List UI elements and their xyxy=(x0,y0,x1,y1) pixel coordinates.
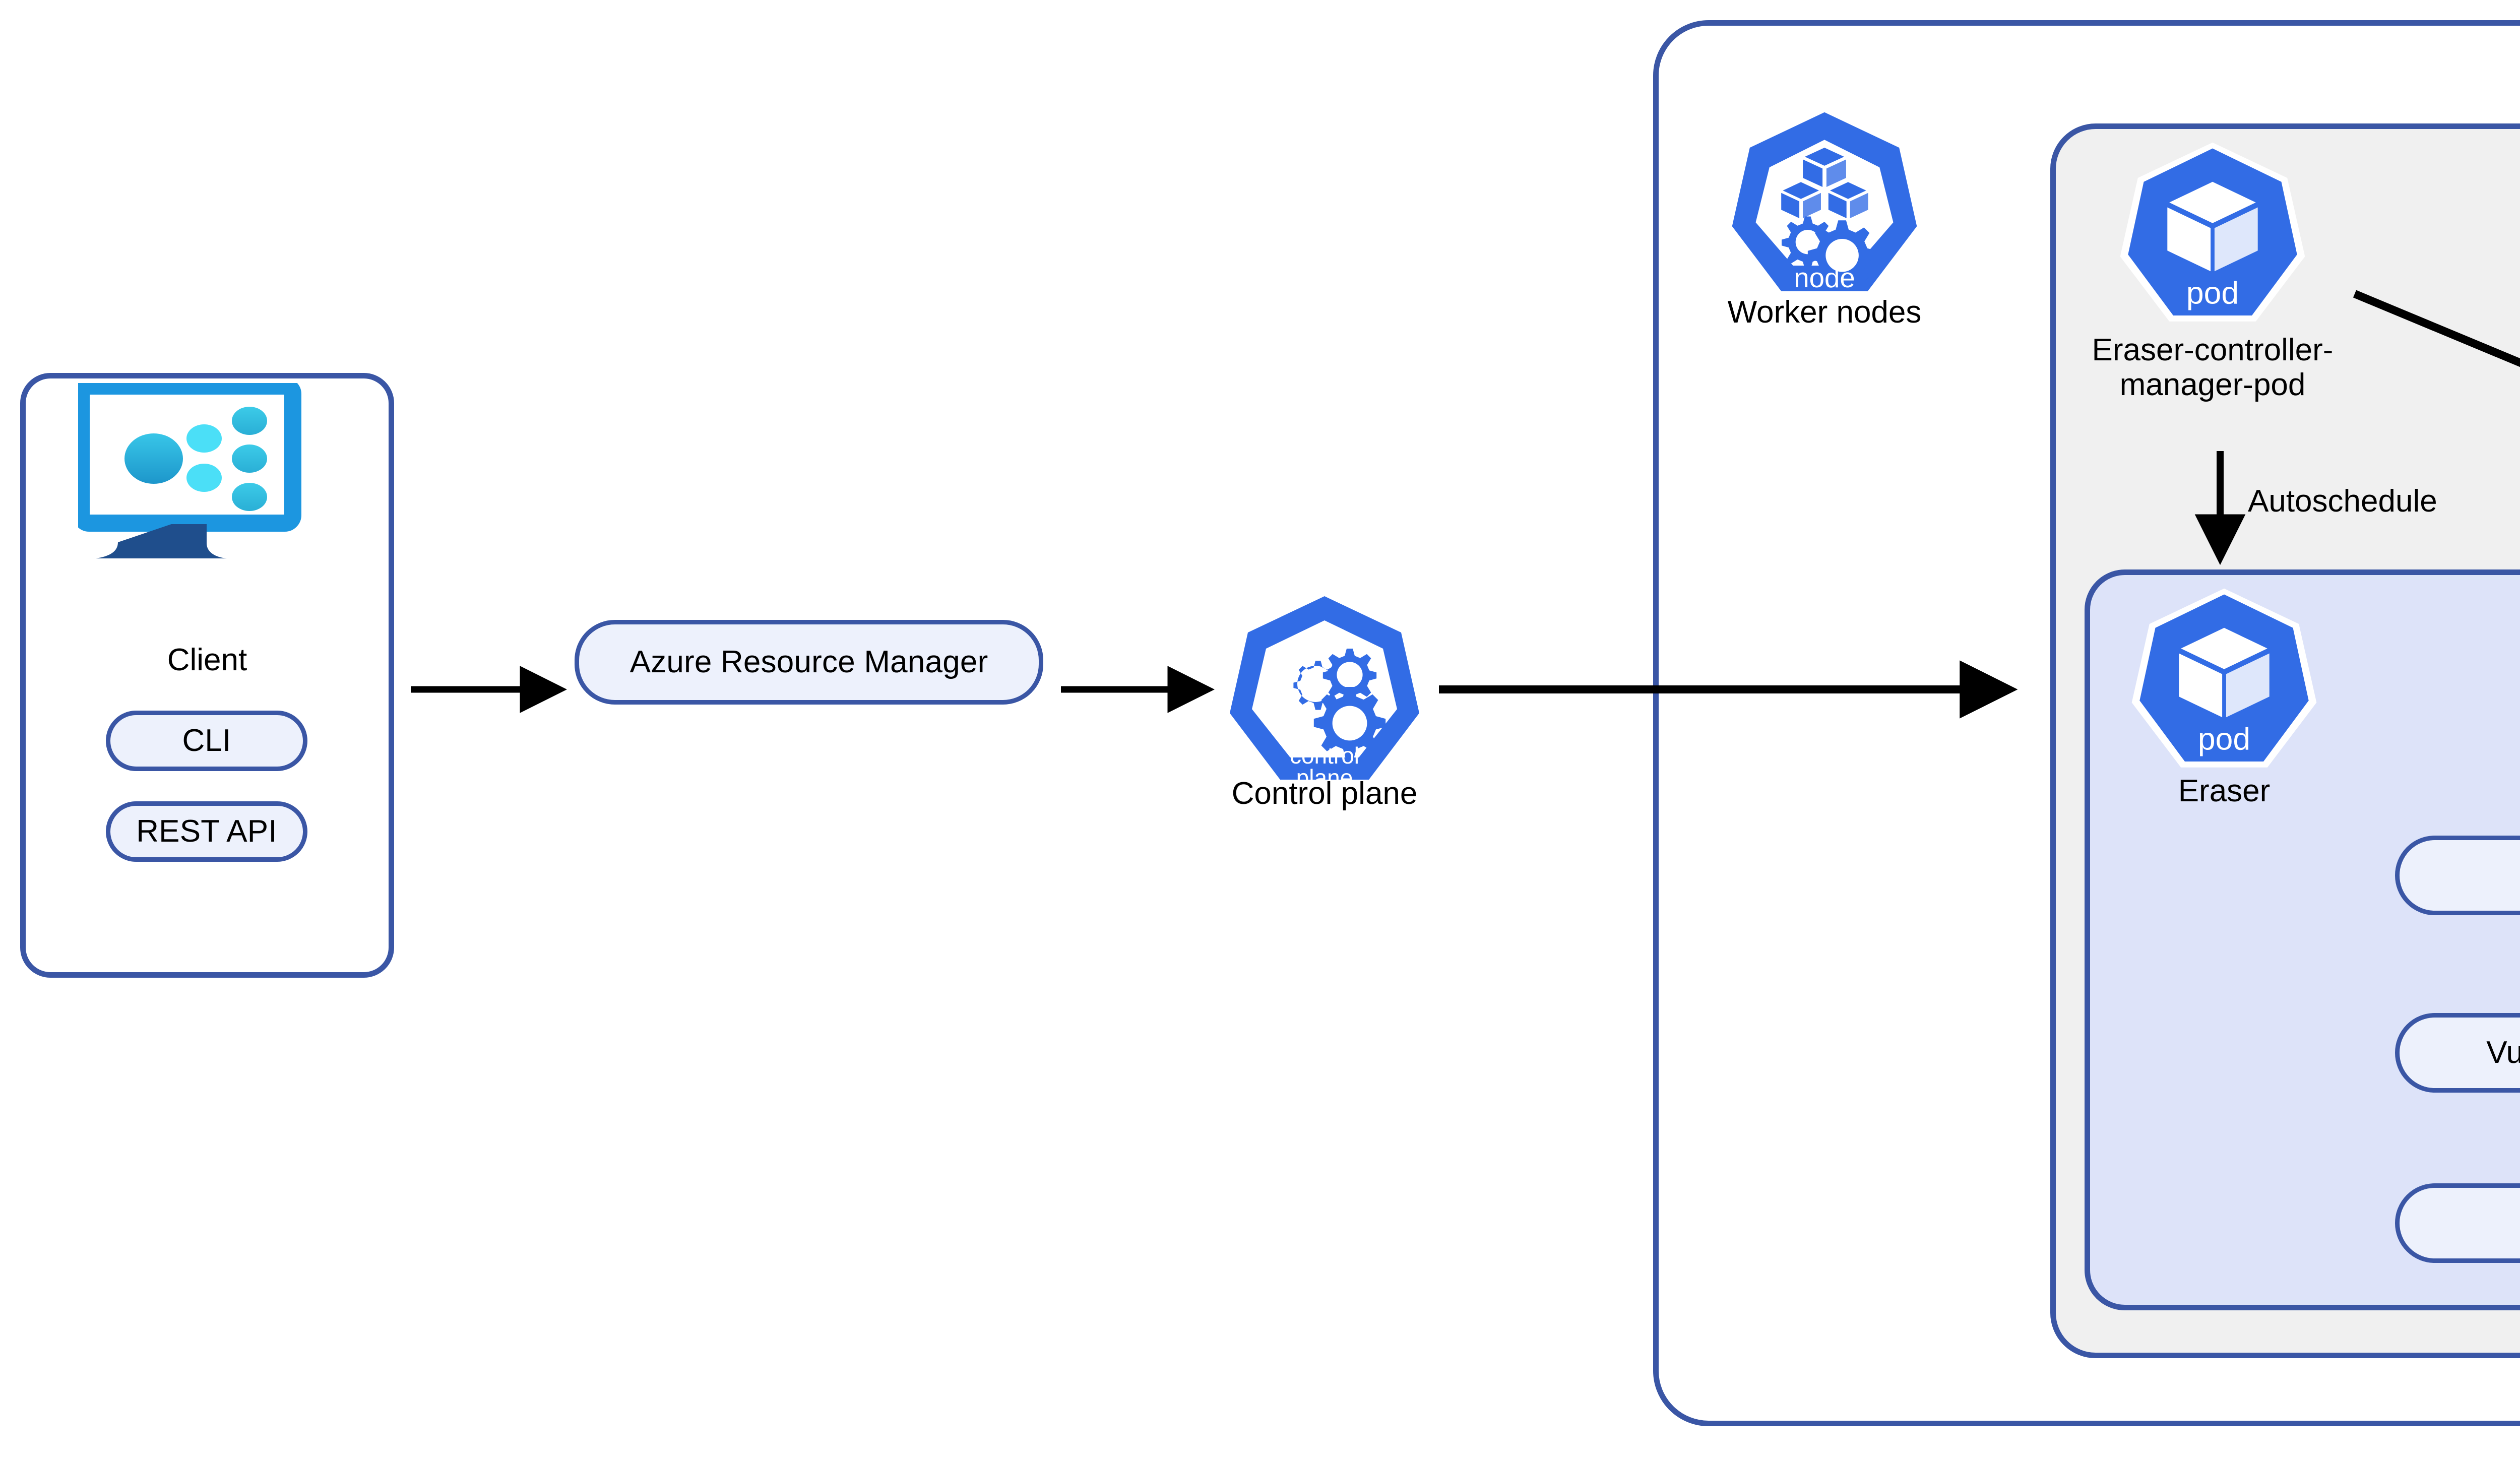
control-plane-badge-line1: control xyxy=(1290,742,1359,769)
client-option-rest-api-label: REST API xyxy=(136,814,277,849)
eraser-pod-label: Eraser xyxy=(2178,774,2271,808)
eraser-pod-icon: pod xyxy=(2126,585,2322,781)
control-plane-icon: control plane xyxy=(1224,592,1425,794)
eraser-controller-manager-pod-label: Eraser-controller- manager-pod xyxy=(2036,333,2389,403)
control-plane-badge-line2: plane xyxy=(1296,765,1353,791)
pipeline-step-remover[interactable]: Remover xyxy=(2395,1183,2520,1263)
client-option-cli[interactable]: CLI xyxy=(106,711,307,771)
controller-pod-badge: pod xyxy=(2186,276,2239,311)
pipeline-step-vulnerability-scanner[interactable]: Vulnerability scanner xyxy=(2395,1013,2520,1093)
worker-nodes-label: Worker nodes xyxy=(1727,295,1922,330)
client-label: Client xyxy=(167,643,247,677)
monitor-icon xyxy=(78,383,320,559)
eraser-controller-manager-pod-icon: pod xyxy=(2114,139,2311,335)
control-plane-label: Control plane xyxy=(1231,776,1418,811)
azure-resource-manager-label: Azure Resource Manager xyxy=(629,645,988,680)
azure-resource-manager-box[interactable]: Azure Resource Manager xyxy=(575,620,1043,705)
client-option-rest-api[interactable]: REST API xyxy=(106,801,307,862)
client-option-cli-label: CLI xyxy=(182,723,231,758)
controller-pod-label-line1: Eraser-controller- xyxy=(2092,333,2334,367)
eraser-pod-badge: pod xyxy=(2198,722,2250,757)
controller-pod-label-line2: manager-pod xyxy=(2119,367,2306,403)
worker-nodes-icon: node xyxy=(1726,108,1923,305)
pipeline-step-collector[interactable]: Collector xyxy=(2395,836,2520,915)
worker-nodes-badge: node xyxy=(1794,263,1855,293)
autoschedule-edge-label: Autoschedule xyxy=(2248,484,2437,519)
pipeline-step-vulnerability-scanner-label: Vulnerability scanner xyxy=(2486,1035,2520,1070)
